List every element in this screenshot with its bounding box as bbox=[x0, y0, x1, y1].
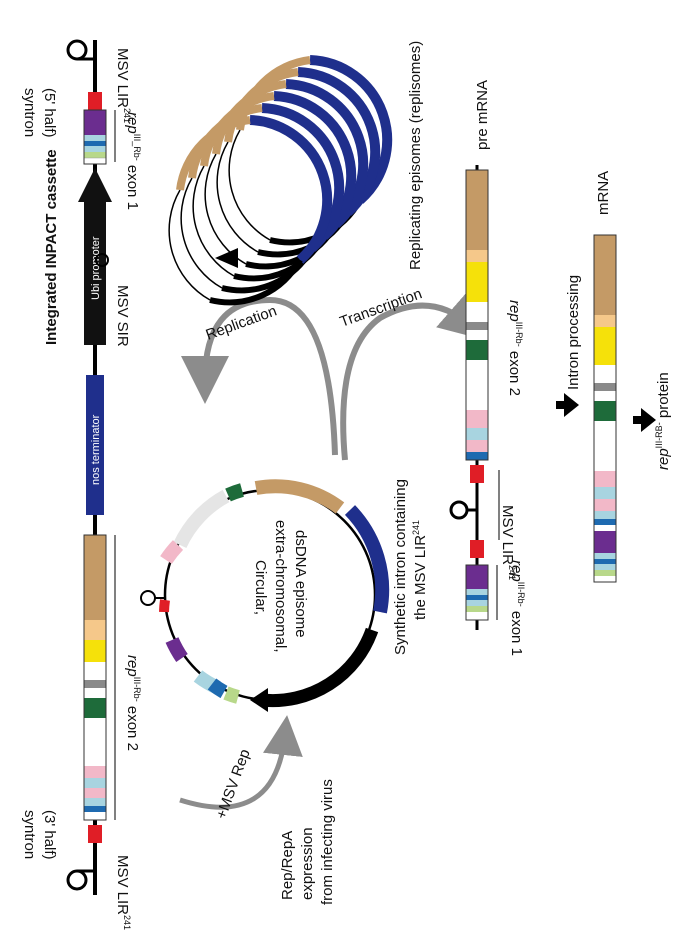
mrna-title: mRNA bbox=[595, 171, 612, 215]
pre-mrna-exon2-label: repIII-Rb- exon 2 bbox=[506, 300, 524, 396]
mrna-block bbox=[593, 234, 617, 583]
syntron-5-label: syntron bbox=[21, 88, 38, 137]
lir-hairpin-top bbox=[66, 39, 95, 61]
syntron-5-half-label: (5' half) bbox=[41, 88, 58, 138]
rep-expression-line3: from infecting virus bbox=[319, 779, 336, 905]
intron-processing-label: Intron processing bbox=[565, 275, 582, 390]
svg-text:nos terminator: nos terminator bbox=[90, 414, 102, 485]
pre-mrna-exon1 bbox=[465, 564, 489, 621]
replication-label: Replication bbox=[204, 302, 280, 343]
rep-expression-line2: expression bbox=[299, 827, 316, 900]
episome-line1: Circular, bbox=[252, 560, 269, 615]
pre-mrna-title: pre mRNA bbox=[474, 80, 491, 150]
intron-label-line1: Synthetic intron containing bbox=[392, 479, 409, 655]
protein-label: repIII-RB- protein bbox=[654, 372, 672, 470]
exon2-block bbox=[83, 534, 107, 821]
nos-terminator-block: nos terminator bbox=[86, 375, 104, 515]
episome-line2: extra-chromosomal, bbox=[272, 520, 289, 653]
integrated-cassette: Ubi promoter nos terminator bbox=[21, 39, 142, 930]
episome-line3: dsDNA episome bbox=[292, 530, 309, 638]
exon2-label: repIII-Rb- exon 2 bbox=[124, 655, 142, 751]
mrna: mRNA bbox=[593, 171, 617, 583]
pre-mrna-exon2 bbox=[465, 169, 489, 461]
exon1-label: repIII_Rb- exon 1 bbox=[124, 112, 142, 210]
syntron-5-block bbox=[88, 92, 102, 110]
syntron-3-label: syntron bbox=[21, 810, 38, 859]
svg-text:Ubi promoter: Ubi promoter bbox=[90, 236, 102, 300]
replisome-stack: Replicating episomes (replisomes) bbox=[95, 41, 424, 306]
replisomes-label: Replicating episomes (replisomes) bbox=[407, 41, 424, 270]
pre-mrna-exon1-label: repIII-Rb- exon 1 bbox=[508, 560, 526, 656]
pre-mrna-lir-label: MSV LIR241 bbox=[499, 505, 517, 580]
pre-mrna-red-top bbox=[470, 465, 484, 483]
lir-label-bottom: MSV LIR241 bbox=[114, 855, 132, 930]
protein-output: repIII-RB- protein bbox=[633, 372, 672, 470]
circular-episome: Circular, extra-chromosomal, dsDNA episo… bbox=[140, 479, 390, 712]
rep-expression: +MSV Rep Rep/RepA expression from infect… bbox=[179, 715, 336, 905]
exon1-block bbox=[83, 109, 107, 165]
sir-label: MSV SIR bbox=[114, 285, 131, 347]
intron-processing: Intron processing bbox=[556, 275, 582, 417]
lir-label-top: MSV LIR241 bbox=[114, 48, 132, 123]
pre-mrna-red-bottom bbox=[470, 540, 484, 558]
replisome-6 bbox=[95, 115, 333, 306]
syntron-3-block bbox=[88, 825, 102, 843]
cassette-title: Integrated INPACT cassette bbox=[43, 149, 60, 345]
lir-hairpin-bottom bbox=[66, 869, 95, 891]
pre-mrna-lir-hairpin bbox=[449, 500, 477, 520]
syntron-3-half-label: (3' half) bbox=[41, 810, 58, 860]
rep-expression-line1: Rep/RepA bbox=[279, 831, 296, 900]
replication-transcription: Replication Transcription bbox=[181, 285, 489, 461]
intron-label-line2: the MSV LIR241 bbox=[411, 520, 429, 620]
pre-mrna: pre mRNA bbox=[392, 80, 526, 656]
msv-rep-label: +MSV Rep bbox=[213, 747, 254, 821]
ubi-promoter-arrow: Ubi promoter bbox=[78, 168, 112, 345]
